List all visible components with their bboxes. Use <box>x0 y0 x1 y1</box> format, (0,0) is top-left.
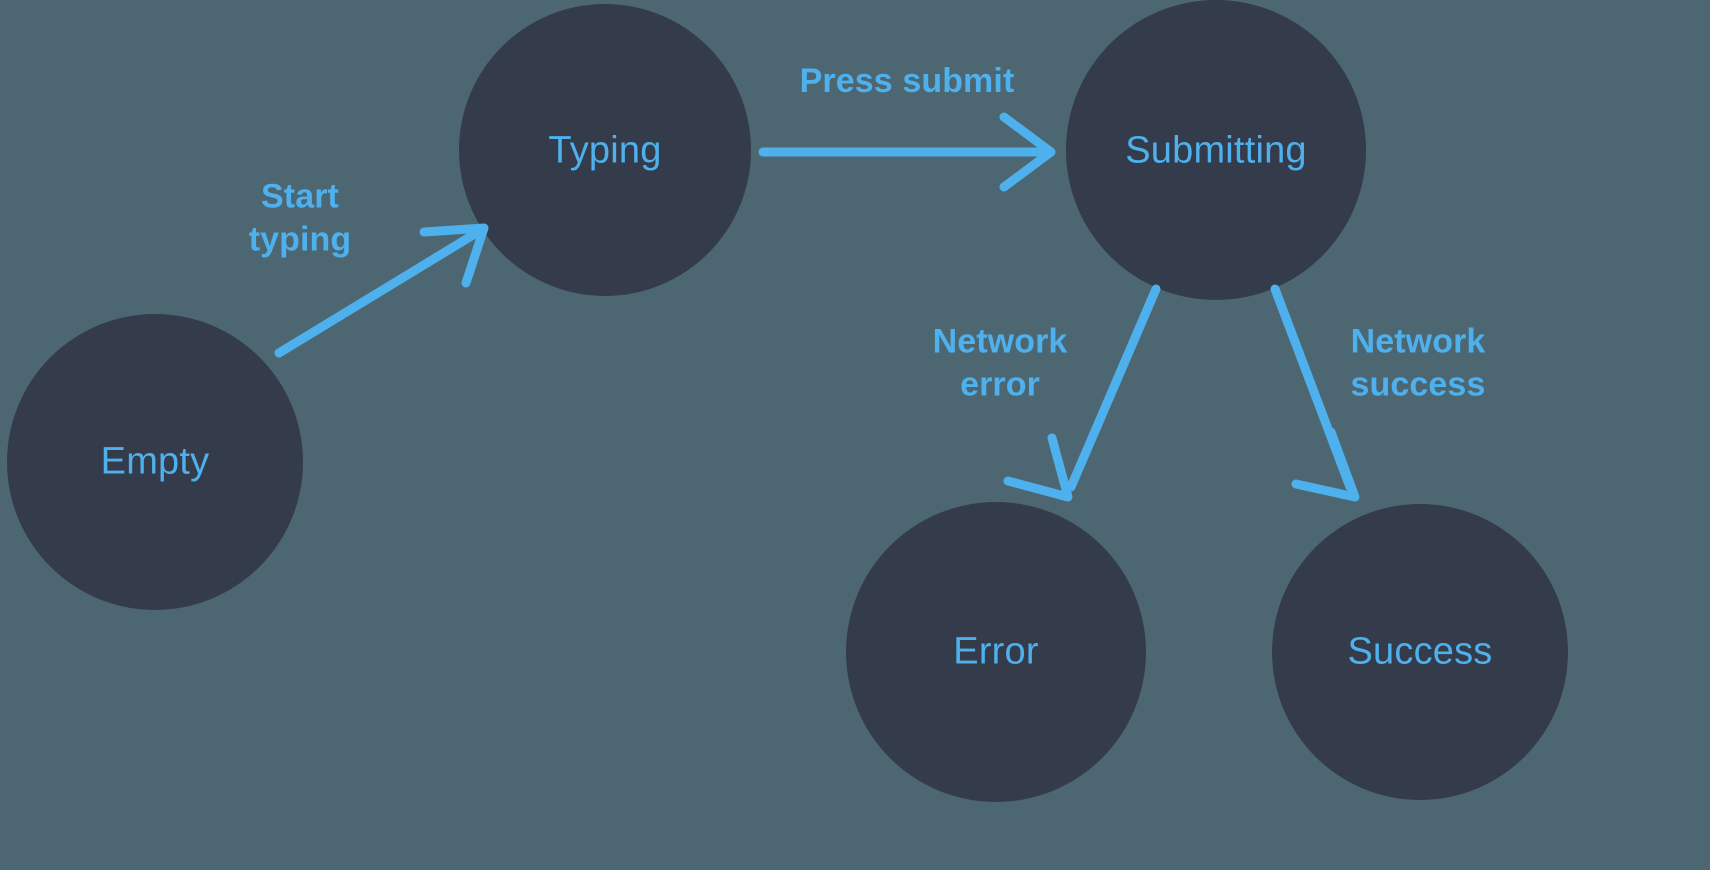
node-circle-empty[interactable] <box>7 314 303 610</box>
node-circle-typing[interactable] <box>459 4 751 296</box>
edge-label-network-success: Network success <box>1350 322 1486 404</box>
edge-submitting-to-success <box>1270 284 1360 502</box>
node-circle-success[interactable] <box>1272 504 1568 800</box>
edge-submitting-to-error <box>1003 284 1161 502</box>
arrowhead-typing-to-submitting <box>999 112 1056 192</box>
edge-line-empty-to-typing <box>274 227 483 358</box>
edge-line-submitting-to-error <box>1066 284 1161 492</box>
edge-empty-to-typing <box>274 223 489 358</box>
arrowhead-submitting-to-error <box>1003 433 1073 502</box>
edge-typing-to-submitting <box>758 112 1056 192</box>
edge-label-network-error: Network error <box>932 322 1068 404</box>
edge-label-press-submit: Press submit <box>799 61 1015 100</box>
node-circle-error[interactable] <box>846 502 1146 802</box>
node-circle-submitting[interactable] <box>1066 0 1366 300</box>
arrowhead-empty-to-typing <box>419 223 489 288</box>
arrowhead-submitting-to-success <box>1291 427 1360 502</box>
edge-label-start-typing: Start typing <box>248 177 352 259</box>
